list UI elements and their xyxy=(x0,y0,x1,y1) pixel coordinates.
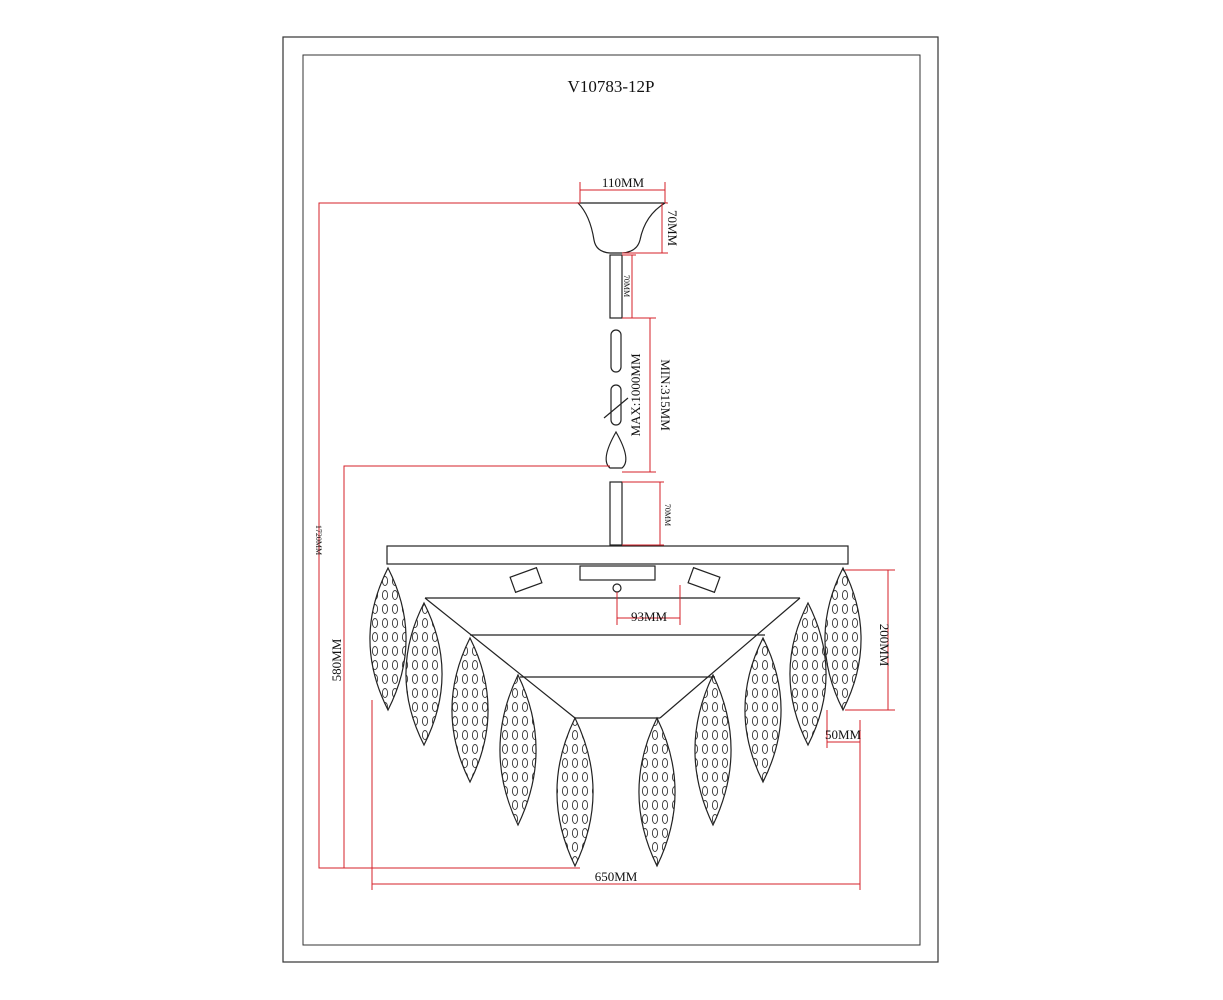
leaf xyxy=(369,566,407,712)
dimension-lines xyxy=(318,182,895,890)
tiers xyxy=(424,597,801,719)
leaves xyxy=(369,566,862,868)
label-leaf-height: 200MM xyxy=(877,624,892,667)
label-canopy-height: 70MM xyxy=(665,210,680,247)
leaf xyxy=(638,716,676,868)
label-upper-rod: 70MM xyxy=(622,275,631,297)
chain xyxy=(603,329,629,469)
leaf xyxy=(744,636,782,784)
label-leaf-width: 50MM xyxy=(825,727,862,742)
label-diameter: 650MM xyxy=(595,869,638,884)
lower-rod xyxy=(609,481,623,546)
canopy xyxy=(576,202,668,254)
inner-frame xyxy=(302,54,921,946)
label-chain-min: MIN:315MM xyxy=(658,359,673,431)
top-plate xyxy=(386,545,849,565)
label-lower-rod: 70MM xyxy=(663,504,672,526)
light-sockets xyxy=(509,565,721,594)
outer-frame xyxy=(282,36,939,963)
leaf xyxy=(499,673,537,827)
leaf xyxy=(451,636,489,784)
model-title: V10783-12P xyxy=(568,77,655,96)
label-center-width: 93MM xyxy=(631,609,668,624)
leaf xyxy=(789,601,827,747)
label-canopy-width: 110MM xyxy=(602,175,645,190)
leaf xyxy=(694,673,732,827)
upper-rod xyxy=(609,254,623,319)
label-total-height: 1720MM xyxy=(314,525,323,555)
leaf xyxy=(405,601,443,747)
leaf xyxy=(556,716,594,868)
label-chain-max: MAX:1000MM xyxy=(628,353,643,437)
label-body-height: 580MM xyxy=(329,638,344,681)
leaf xyxy=(824,566,862,712)
